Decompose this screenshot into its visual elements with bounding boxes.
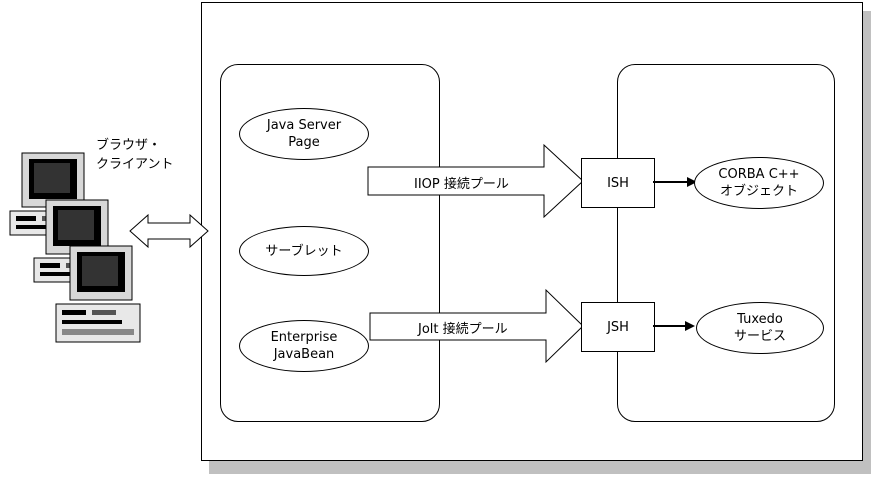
- ejb-label-line2: JavaBean: [273, 347, 335, 362]
- jsp-label-line1: Java Server: [266, 118, 342, 133]
- iiop-pool-arrow: [367, 143, 584, 219]
- jsp-label-line2: Page: [288, 135, 320, 150]
- jsh-label: JSH: [607, 319, 629, 335]
- servlet-ellipse: サーブレット: [239, 226, 369, 276]
- ejb-label-line1: Enterprise: [270, 330, 338, 345]
- corba-label-line1: CORBA C++: [718, 167, 800, 182]
- client-label-line1: ブラウザ・: [96, 138, 162, 153]
- jolt-pool-label: Jolt 接続プール: [418, 322, 508, 337]
- computer-icon: [55, 245, 141, 343]
- tuxedo-label-line1: Tuxedo: [737, 312, 783, 327]
- jolt-pool-arrow: [369, 288, 584, 364]
- ish-to-corba-arrow: [653, 177, 697, 187]
- tuxedo-ellipse: Tuxedo サービス: [696, 302, 824, 354]
- jsh-box: JSH: [581, 302, 655, 352]
- iiop-pool-label: IIOP 接続プール: [414, 177, 509, 192]
- jsh-to-tuxedo-arrow: [653, 321, 695, 331]
- ish-label: ISH: [607, 175, 629, 191]
- ish-box: ISH: [581, 158, 655, 208]
- bidirectional-arrow: [129, 213, 209, 249]
- servlet-label: サーブレット: [265, 243, 343, 259]
- client-label-line2: クライアント: [96, 157, 174, 172]
- tuxedo-label-line2: サービス: [733, 329, 786, 344]
- computers-icon: [9, 152, 141, 343]
- jsp-ellipse: Java Server Page: [239, 108, 369, 160]
- tuxedo-domain-box: [617, 64, 835, 422]
- corba-ellipse: CORBA C++ オブジェクト: [694, 157, 824, 209]
- ejb-ellipse: Enterprise JavaBean: [239, 320, 369, 372]
- client-label: ブラウザ・ クライアント: [96, 136, 173, 174]
- corba-label-line2: オブジェクト: [719, 184, 798, 199]
